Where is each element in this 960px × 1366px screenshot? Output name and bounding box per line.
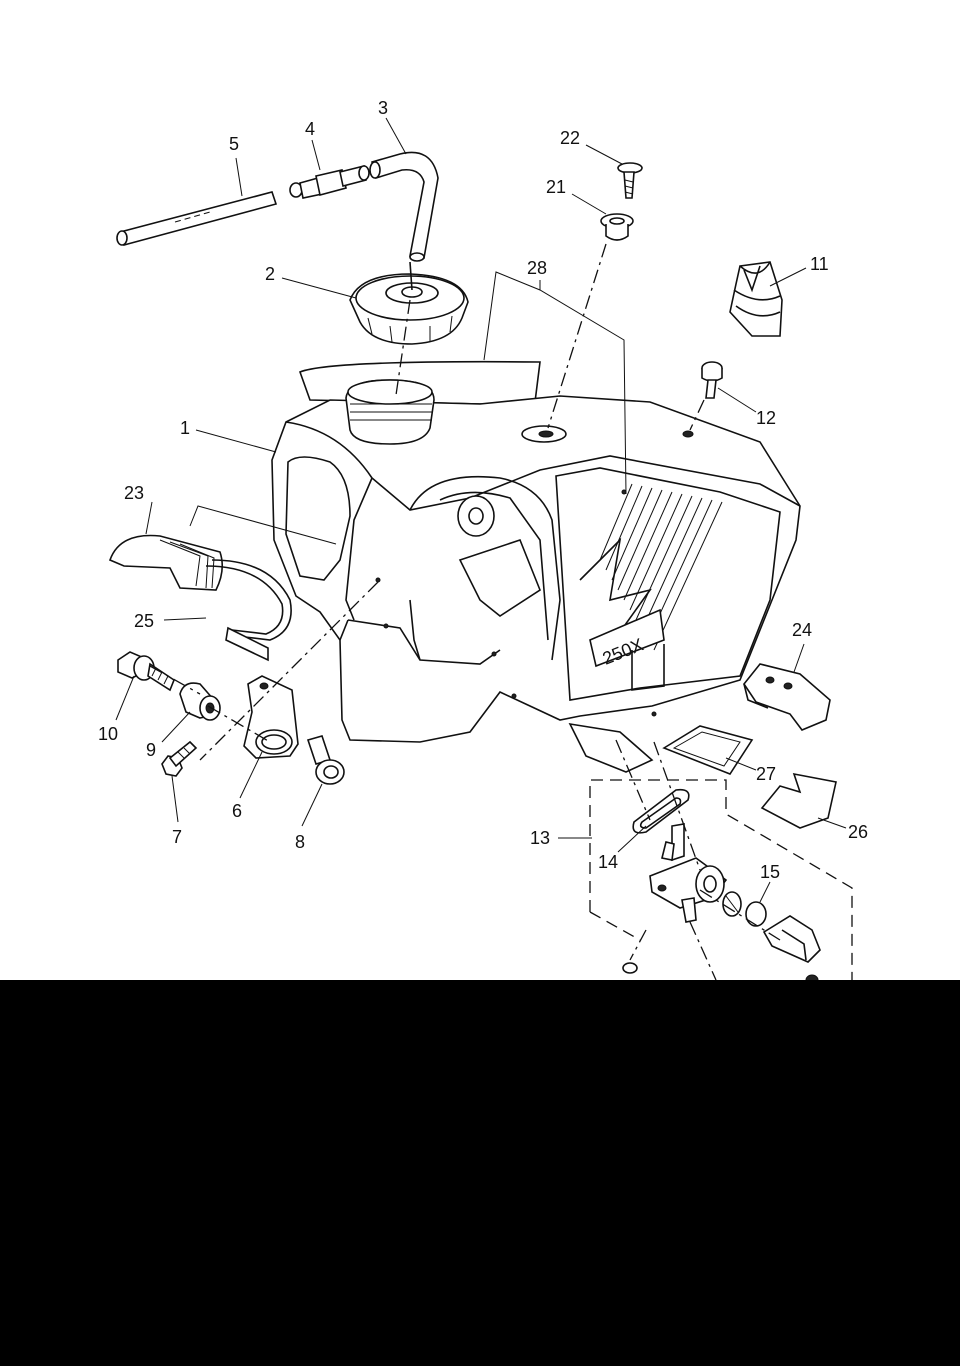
callout-22: 22 [560,128,580,148]
assembly-center-lines [149,243,705,821]
part-23-bracket [743,663,831,731]
tank-decal-stripes [579,483,723,661]
part-3-hose [369,151,439,262]
callout-3: 3 [378,98,388,118]
part-7-bolt [161,740,198,777]
part-9-damper [179,682,221,721]
part-8-collar [306,735,345,785]
part-27-plate [662,725,754,775]
callout-4: 4 [305,119,315,139]
callout-10: 10 [98,724,118,744]
part-13-fuel-cock-assy [589,741,853,980]
part-24-strap [108,534,224,591]
part-4-check-valve [289,165,370,199]
part-15-o-ring [722,891,767,927]
callout-23: 24 [792,620,812,640]
callout-leader-lines [115,117,847,903]
callout-9: 9 [146,740,156,760]
part-22-screw [617,162,643,199]
callout-15: 15 [760,862,780,882]
part-21-collar [600,213,634,241]
callout-6: 6 [232,801,242,821]
callout-25: 25 [134,611,154,631]
callout-8: 8 [295,832,305,852]
callout-7: 7 [172,827,182,847]
callout-27: 27 [756,764,776,784]
part-1-fuel-tank: 250X [271,379,801,773]
callout-1: 1 [180,418,190,438]
part-26-damper [760,772,837,829]
callout-2: 2 [265,264,275,284]
callout-13: 13 [530,828,550,848]
callout-21: 21 [546,177,566,197]
part-25-band [205,559,292,662]
callout-14: 14 [598,852,618,872]
fuel-tank-exploded-diagram: 250X [98,98,868,980]
callout-11: 11 [810,254,829,274]
callout-12: 12 [756,408,776,428]
callout-labels: 5 4 3 2 22 21 28 11 12 1 23 25 24 10 9 2… [98,98,868,882]
black-band [0,980,960,1366]
part-10-bolt [117,651,175,692]
part-12-bolt [701,361,723,399]
callout-28: 28 [527,258,547,278]
part-6-bracket [243,675,299,759]
callout-24: 23 [124,483,144,503]
callout-5: 5 [229,134,239,154]
callout-26: 26 [848,822,868,842]
part-5-breather-hose [116,191,278,246]
part-2-fuel-cap [349,261,469,345]
part-11-clip [729,261,783,337]
